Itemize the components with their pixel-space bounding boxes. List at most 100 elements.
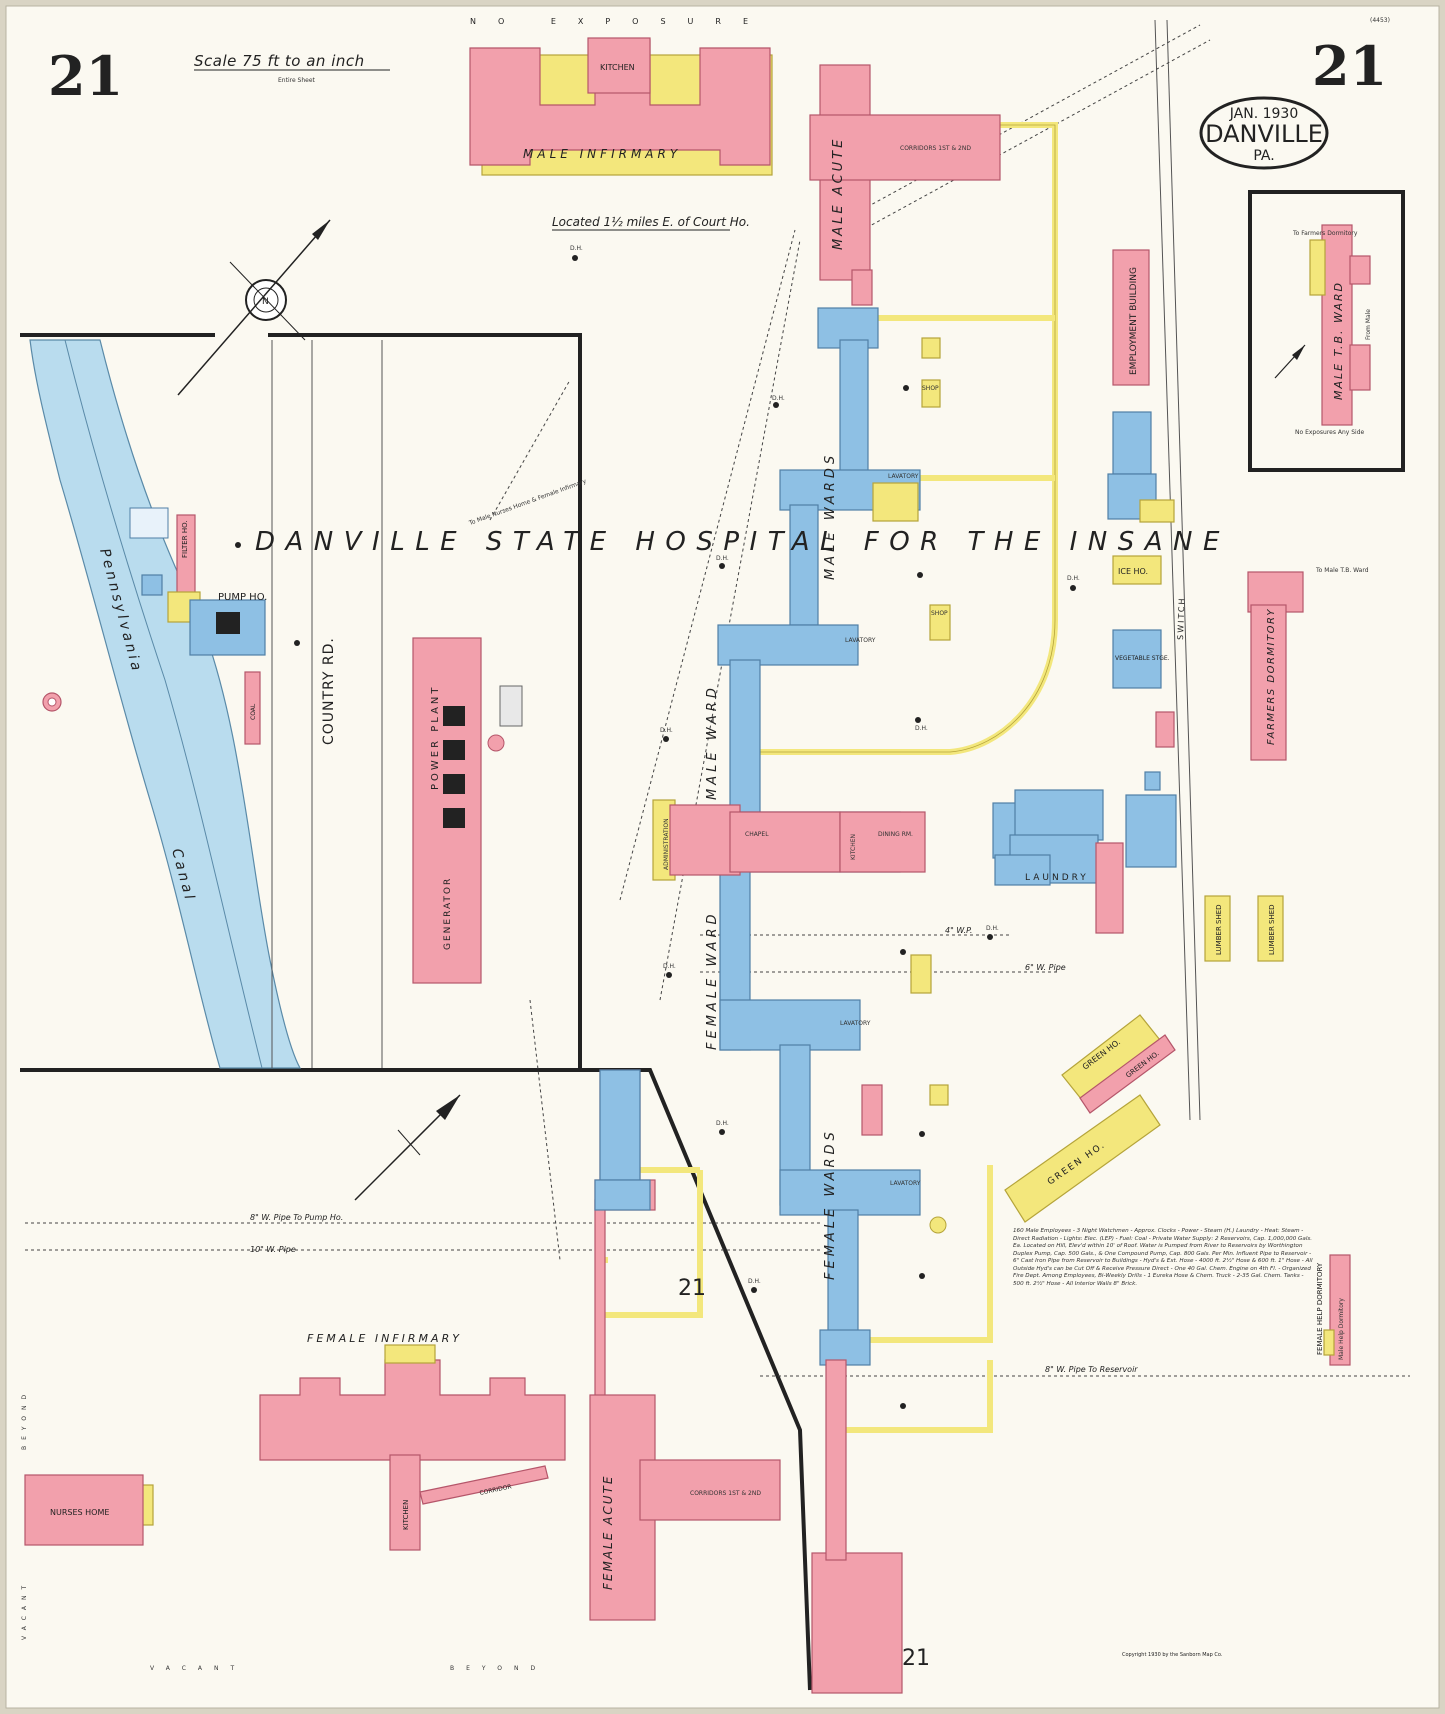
sheet-number-left: 21	[48, 44, 123, 108]
label-from-male: From Male	[1365, 309, 1372, 340]
stamp-city: DANVILLE	[1205, 120, 1323, 148]
label-dh-1: D.H.	[570, 245, 583, 252]
label-farmers-dormitory: FARMERS DORMITORY	[1266, 608, 1277, 745]
label-power-plant: POWER PLANT	[430, 685, 441, 791]
green-houses[interactable]	[1004, 1014, 1176, 1223]
date-stamp	[1199, 96, 1329, 170]
label-pipe-pump: 8" W. Pipe To Pump Ho.	[250, 1213, 343, 1222]
label-pipe-10: 10" W. Pipe	[250, 1245, 296, 1254]
label-dh-9: D.H.	[1067, 575, 1080, 582]
label-female-ward: FEMALE WARD	[705, 910, 720, 1050]
administration-block[interactable]	[652, 799, 926, 881]
label-kitchen-bottom: KITCHEN	[402, 1500, 410, 1530]
label-dh-5: D.H.	[663, 963, 676, 970]
pump-house[interactable]	[42, 507, 266, 745]
label-corridors-bottom: CORRIDORS 1ST & 2ND	[690, 1490, 761, 1497]
label-lavatory-4: LAVATORY	[890, 1180, 921, 1187]
label-female-acute: FEMALE ACUTE	[601, 1475, 615, 1590]
male-acute[interactable]	[809, 64, 1001, 306]
label-kitchen-top: KITCHEN	[600, 63, 635, 72]
label-dh-8: D.H.	[915, 725, 928, 732]
label-dining: DINING RM.	[878, 831, 913, 838]
stamp-date: JAN. 1930	[1229, 106, 1298, 122]
copyright: Copyright 1930 by the Sanborn Map Co.	[1122, 1652, 1223, 1658]
lumber-sheds[interactable]	[1204, 895, 1284, 962]
label-male-help: Male Help Dormitory	[1338, 1298, 1345, 1360]
label-pipe-4: 4" W.P.	[945, 926, 972, 935]
label-to-farmers: To Farmers Dormitory	[1292, 230, 1358, 237]
label-male-acute: MALE ACUTE	[831, 137, 846, 250]
label-lumber-1: LUMBER SHED	[1215, 904, 1223, 955]
male-tb-ward[interactable]	[1309, 224, 1371, 426]
nurses-home[interactable]	[24, 1474, 154, 1546]
power-plant[interactable]	[412, 637, 523, 984]
label-lavatory-2: LAVATORY	[845, 637, 876, 644]
label-lavatory-1: LAVATORY	[888, 473, 919, 480]
male-infirmary[interactable]	[469, 37, 773, 176]
label-female-help: FEMALE HELP DORMITORY	[1316, 1262, 1324, 1355]
label-dh-3: D.H.	[716, 555, 729, 562]
small-sheds[interactable]	[861, 337, 951, 1234]
label-filter-ho: FILTER HO.	[181, 520, 189, 558]
label-employment: EMPLOYMENT BUILDING	[1129, 267, 1139, 375]
hydrants	[235, 255, 1076, 1409]
inset-north-arrow-icon	[1274, 344, 1306, 379]
edge-note-left-vacant: VACANT	[21, 1580, 28, 1640]
label-laundry: LAUNDRY	[1025, 873, 1089, 883]
edge-note-bottom-beyond: BEYOND	[450, 1665, 547, 1672]
label-dh-7: D.H.	[748, 1278, 761, 1285]
label-female-wards: FEMALE WARDS	[823, 1128, 838, 1280]
outbuildings-right[interactable]	[1107, 411, 1177, 868]
label-male-ward: MALE WARD	[705, 684, 720, 800]
label-ice-ho: ICE HO.	[1118, 567, 1148, 576]
label-generator: GENERATOR	[443, 877, 453, 950]
label-nurses-home: NURSES HOME	[50, 1508, 109, 1517]
label-dh-2: D.H.	[772, 395, 785, 402]
corner-code: (4453)	[1370, 17, 1390, 24]
label-coal: COAL	[250, 703, 257, 720]
label-kitchen-center: KITCHEN	[850, 834, 857, 860]
compass-letter: N	[262, 297, 269, 307]
label-pump-ho: PUMP HO.	[218, 592, 267, 603]
label-to-male-tb: To Male T.B. Ward	[1315, 567, 1369, 574]
label-female-infirmary: FEMALE INFIRMARY	[307, 1332, 462, 1345]
label-lavatory-3: LAVATORY	[840, 1020, 871, 1027]
scale-note: Entire Sheet	[278, 77, 316, 84]
scale-label: Scale 75 ft to an inch	[194, 52, 365, 70]
label-male-wards: MALE WARDS	[823, 452, 838, 580]
label-pipe-res: 8" W. Pipe To Reservoir	[1045, 1365, 1138, 1374]
bottom-building[interactable]	[811, 1359, 903, 1694]
north-arrow-icon	[354, 1094, 461, 1201]
label-administration: ADMINISTRATION	[663, 818, 670, 870]
label-male-tb: MALE T.B. WARD	[1332, 281, 1345, 400]
employment-building[interactable]	[1112, 249, 1150, 386]
label-shop-2: SHOP	[931, 610, 948, 617]
walkways	[600, 122, 1058, 1433]
label-dh-6: D.H.	[716, 1120, 729, 1127]
label-male-infirmary: MALE INFIRMARY	[523, 147, 681, 161]
edge-note-bottom-vacant: VACANT	[150, 1665, 246, 1672]
pipe-lines	[25, 934, 1410, 1377]
sheet-number-right: 21	[1312, 34, 1387, 98]
label-country-rd: COUNTRY RD.	[321, 637, 337, 745]
label-dh-4: D.H.	[660, 727, 673, 734]
compass-rose-icon	[177, 219, 331, 396]
edge-note-left-beyond: BEYOND	[21, 1389, 28, 1450]
fire-protection-notes: 160 Male Employees - 3 Night Watchmen - …	[1013, 1228, 1313, 1287]
stamp-state: PA.	[1253, 148, 1274, 164]
female-help-dormitory[interactable]	[1323, 1254, 1351, 1366]
label-pipe-6: 6" W. Pipe	[1025, 963, 1066, 972]
laundry[interactable]	[992, 789, 1124, 934]
label-chapel: CHAPEL	[745, 831, 769, 838]
female-acute[interactable]	[589, 1069, 781, 1621]
label-switch: SWITCH	[1176, 596, 1187, 640]
label-no-exposures: No Exposures Any Side	[1295, 429, 1365, 436]
farmers-dormitory[interactable]	[1247, 571, 1304, 761]
label-dh-10: D.H.	[986, 925, 999, 932]
label-vegetable: VEGETABLE STGE.	[1115, 655, 1170, 662]
female-infirmary[interactable]	[259, 1344, 566, 1551]
label-shop-1: SHOP	[922, 385, 939, 392]
label-corridors-top: CORRIDORS 1ST & 2ND	[900, 145, 971, 152]
